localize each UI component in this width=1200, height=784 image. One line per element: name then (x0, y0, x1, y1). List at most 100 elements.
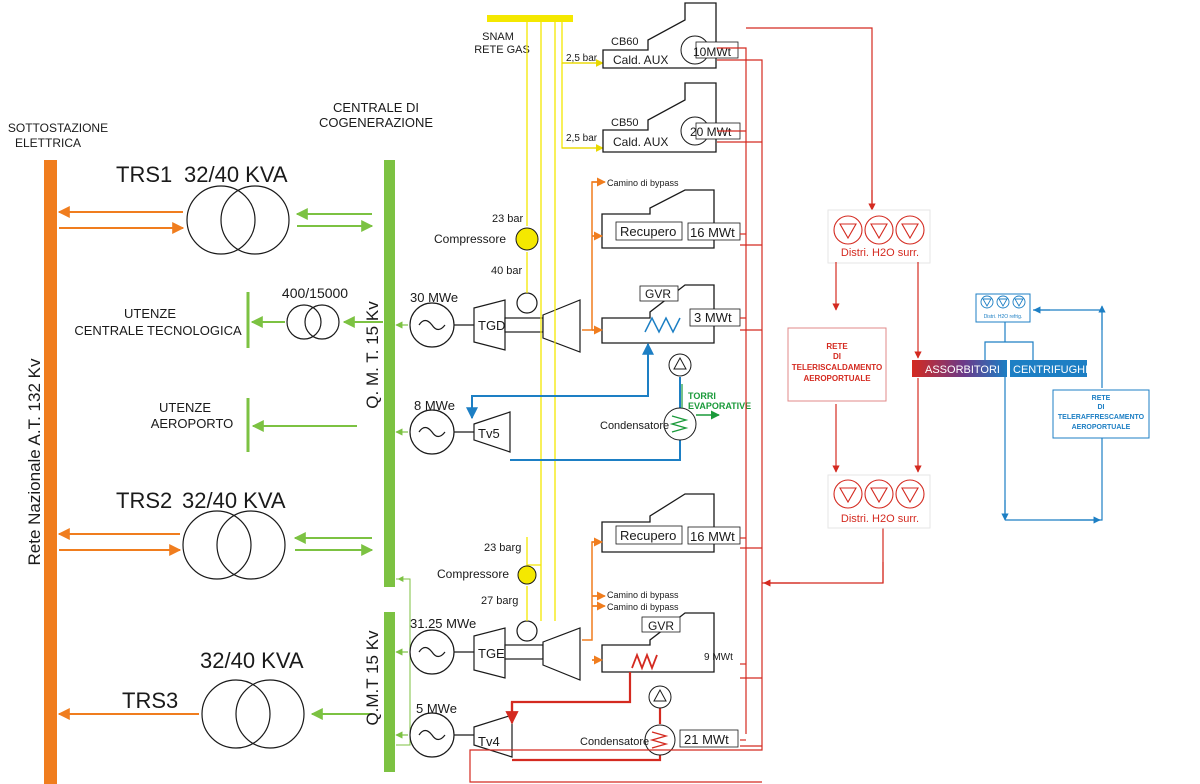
utenze-aer-label-1: UTENZE (159, 400, 211, 415)
g4-turbine-label: Tv4 (478, 734, 500, 749)
gvr-1-label: GVR (645, 287, 671, 301)
pump-2-icon (648, 685, 672, 709)
distri-bottom-label: Distri. H2O surr. (841, 513, 919, 525)
centrale-label-2: COGENERAZIONE (319, 115, 433, 130)
gvr-1-power: 3 MWt (694, 310, 732, 325)
qmt-lower-label: Q.M.T 15 Kv (363, 630, 382, 726)
centrifughi-label: CENTRIFUGHI (1013, 364, 1088, 376)
teleris-label-3: TELERISCALDAMENTO (792, 363, 883, 372)
turbine-tgd-icon (473, 299, 506, 351)
trs2-rating: 32/40 KVA (182, 488, 286, 513)
torri-label-1: TORRI (688, 391, 716, 401)
distri-top-label: Distri. H2O surr. (841, 247, 919, 259)
teleraff-label-4: AEROPORTUALE (1072, 424, 1131, 431)
mt-main-bus (384, 160, 395, 587)
trs3-name: TRS3 (122, 688, 178, 713)
trs2-transformer-icon (182, 510, 286, 580)
distri-refrig-pumps-icon (980, 295, 1026, 309)
qmt-main-label: Q. M. T. 15 Kv (363, 301, 382, 409)
compressor-2-in: 23 barg (484, 542, 521, 554)
centrale-label-1: CENTRALE DI (333, 100, 419, 115)
cb60-power: 10MWt (693, 45, 732, 59)
recupero-2-label: Recupero (620, 528, 676, 543)
gvr-1-coil-icon (644, 316, 681, 334)
recupero-1-label: Recupero (620, 224, 676, 239)
teleris-label-2: DI (833, 352, 841, 361)
cb50-label: Cald. AUX (613, 135, 668, 149)
trs3-transformer-icon (201, 679, 305, 749)
distri-bottom-pumps-icon (833, 479, 925, 509)
bypass-label-1: Camino di bypass (607, 178, 679, 188)
cb60-pressure: 2,5 bar (566, 53, 598, 64)
distri-refrig-label: Distri. H2O refrig. (984, 314, 1023, 320)
turbine-tv4-icon (473, 714, 513, 758)
snam-label-2: RETE GAS (474, 44, 530, 56)
torri-label-2: EVAPORATIVE (688, 401, 751, 411)
snam-label-1: SNAM (482, 31, 514, 43)
compressor-1-out: 40 bar (491, 265, 523, 277)
gvr-2-power: 9 MWt (704, 652, 733, 663)
cb60-name: CB60 (611, 36, 639, 48)
aux-transformer-rating: 400/15000 (282, 285, 348, 301)
cb50-power: 20 MWt (690, 125, 732, 139)
compressor-2-icon (517, 565, 537, 585)
compressor-2-turbine-icon (516, 620, 538, 642)
distri-top-box (827, 209, 931, 264)
trs1-transformer-icon (186, 185, 290, 255)
teleraff-label-2: DI (1098, 404, 1105, 411)
gvr-1-icon (601, 284, 715, 344)
teleraffrescamento-box (1052, 389, 1150, 439)
trs3-rating: 32/40 KVA (200, 648, 304, 673)
turbine-tge-icon (473, 627, 506, 679)
compressor-1-turbine-icon (516, 292, 538, 314)
condenser-2-power: 21 MWt (684, 732, 729, 747)
gas-network-header (487, 15, 573, 22)
compressor-2-label: Compressore (437, 567, 509, 581)
sottostazione-label-1: SOTTOSTAZIONE (8, 121, 108, 135)
distri-top-pumps-icon (833, 215, 925, 245)
teleris-label-1: RETE (826, 342, 848, 351)
bypass-label-3: Camino di bypass (607, 602, 679, 612)
g1-power: 30 MWe (410, 290, 458, 305)
aux-transformer-icon (286, 304, 340, 340)
recupero-1-power: 16 MWt (690, 225, 735, 240)
assorbitori-label: ASSORBITORI (925, 364, 1000, 376)
mt-lower-bus (384, 612, 395, 772)
bypass-label-2: Camino di bypass (607, 590, 679, 600)
utenze-tec-label-1: UTENZE (124, 306, 176, 321)
teleriscaldamento-box (787, 327, 887, 402)
recupero-2-power: 16 MWt (690, 529, 735, 544)
compressor-1-label: Compressore (434, 232, 506, 246)
pump-1-icon (668, 353, 692, 377)
cb60-label: Cald. AUX (613, 53, 668, 67)
g4-power: 5 MWe (416, 701, 457, 716)
teleraff-label-3: TELERAFFRESCAMENTO (1058, 414, 1145, 421)
national-grid-label: Rete Nazionale A.T. 132 Kv (25, 358, 44, 565)
national-grid-bus (44, 160, 57, 784)
trs1-rating: 32/40 KVA (184, 162, 288, 187)
teleris-label-4: AEROPORTUALE (803, 374, 871, 383)
trs1-name: TRS1 (116, 162, 172, 187)
gvr-2-icon (601, 612, 715, 673)
turbine-tv5-icon (473, 411, 511, 453)
cb50-pressure: 2,5 bar (566, 133, 598, 144)
compressor-1-icon (515, 227, 539, 251)
g3-power: 31.25 MWe (410, 616, 476, 631)
gvr-2-coil-icon (631, 652, 658, 671)
teleraff-label-1: RETE (1092, 395, 1111, 402)
cb50-name: CB50 (611, 117, 639, 129)
compressor-1-in: 23 bar (492, 213, 524, 225)
utenze-tec-label-2: CENTRALE TECNOLOGICA (74, 323, 242, 338)
centrifughi-box (1010, 360, 1087, 377)
compressor-2-out: 27 barg (481, 595, 518, 607)
sottostazione-label-2: ELETTRICA (15, 136, 81, 150)
utenze-aer-label-2: AEROPORTO (151, 416, 234, 431)
trs2-name: TRS2 (116, 488, 172, 513)
condenser-2-label: Condensatore (580, 736, 649, 748)
g1-turbine-label: TGD (478, 318, 505, 333)
g2-turbine-label: Tv5 (478, 426, 500, 441)
gvr-2-label: GVR (648, 619, 674, 633)
condenser-1-label: Condensatore (600, 420, 669, 432)
g3-turbine-label: TGE (478, 646, 505, 661)
